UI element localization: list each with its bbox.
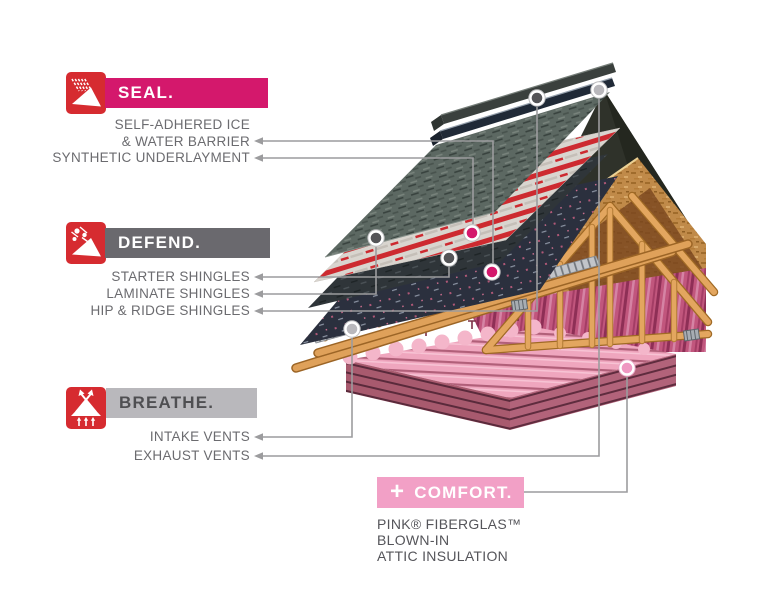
- seal-title: SEAL.: [118, 83, 175, 102]
- plus-icon: +: [390, 477, 406, 505]
- label-synthetic-underlayment: SYNTHETIC UNDERLAYMENT: [52, 150, 250, 165]
- defend-title: DEFEND.: [118, 233, 202, 252]
- eave-boards: [291, 239, 693, 373]
- laminate-shingles-layer: [324, 92, 610, 258]
- label-intake-vents: INTAKE VENTS: [149, 429, 250, 444]
- label-blown-in: BLOWN-IN: [377, 532, 450, 548]
- marker-intake-vents: [343, 320, 361, 338]
- seal-header-bar: SEAL.: [105, 78, 268, 108]
- comfort-title: COMFORT.: [414, 482, 513, 502]
- breathe-airflow-icon: [66, 387, 106, 429]
- seal-rain-icon: [66, 72, 106, 114]
- hip-ridge-shingles: [431, 62, 616, 131]
- marker-exhaust-vents: [590, 81, 608, 99]
- exhaust-vent: [430, 77, 615, 146]
- label-pink-fiberglas: PINK® FIBERGLAS™: [377, 516, 522, 532]
- breathe-header-bar: BREATHE.: [106, 388, 257, 418]
- callout-markers: [343, 81, 636, 377]
- deck-grates: [510, 298, 701, 342]
- marker-laminate-shingles: [367, 229, 385, 247]
- marker-ice-water-barrier: [483, 263, 501, 281]
- callout-arrowheads: [254, 137, 263, 460]
- blown-in-insulation: [342, 312, 676, 430]
- defend-hail-icon: [66, 222, 106, 264]
- comfort-header-bar: + COMFORT.: [377, 477, 524, 508]
- label-self-adhered-ice: SELF-ADHERED ICE: [114, 117, 250, 132]
- breathe-title: BREATHE.: [119, 393, 215, 412]
- label-starter-shingles: STARTER SHINGLES: [111, 269, 250, 284]
- callout-lines: [262, 99, 628, 493]
- marker-starter-shingles: [440, 249, 458, 267]
- marker-comfort-insulation: [618, 359, 636, 377]
- label-laminate-shingles: LAMINATE SHINGLES: [106, 286, 250, 301]
- label-attic-insulation: ATTIC INSULATION: [377, 548, 509, 564]
- label-hip-ridge-shingles: HIP & RIDGE SHINGLES: [90, 303, 250, 318]
- defend-header-bar: DEFEND.: [105, 228, 270, 258]
- marker-hip-ridge-shingles: [528, 89, 546, 107]
- label-exhaust-vents: EXHAUST VENTS: [133, 448, 250, 463]
- marker-synthetic-underlayment: [463, 224, 481, 242]
- label-water-barrier: & WATER BARRIER: [121, 134, 250, 149]
